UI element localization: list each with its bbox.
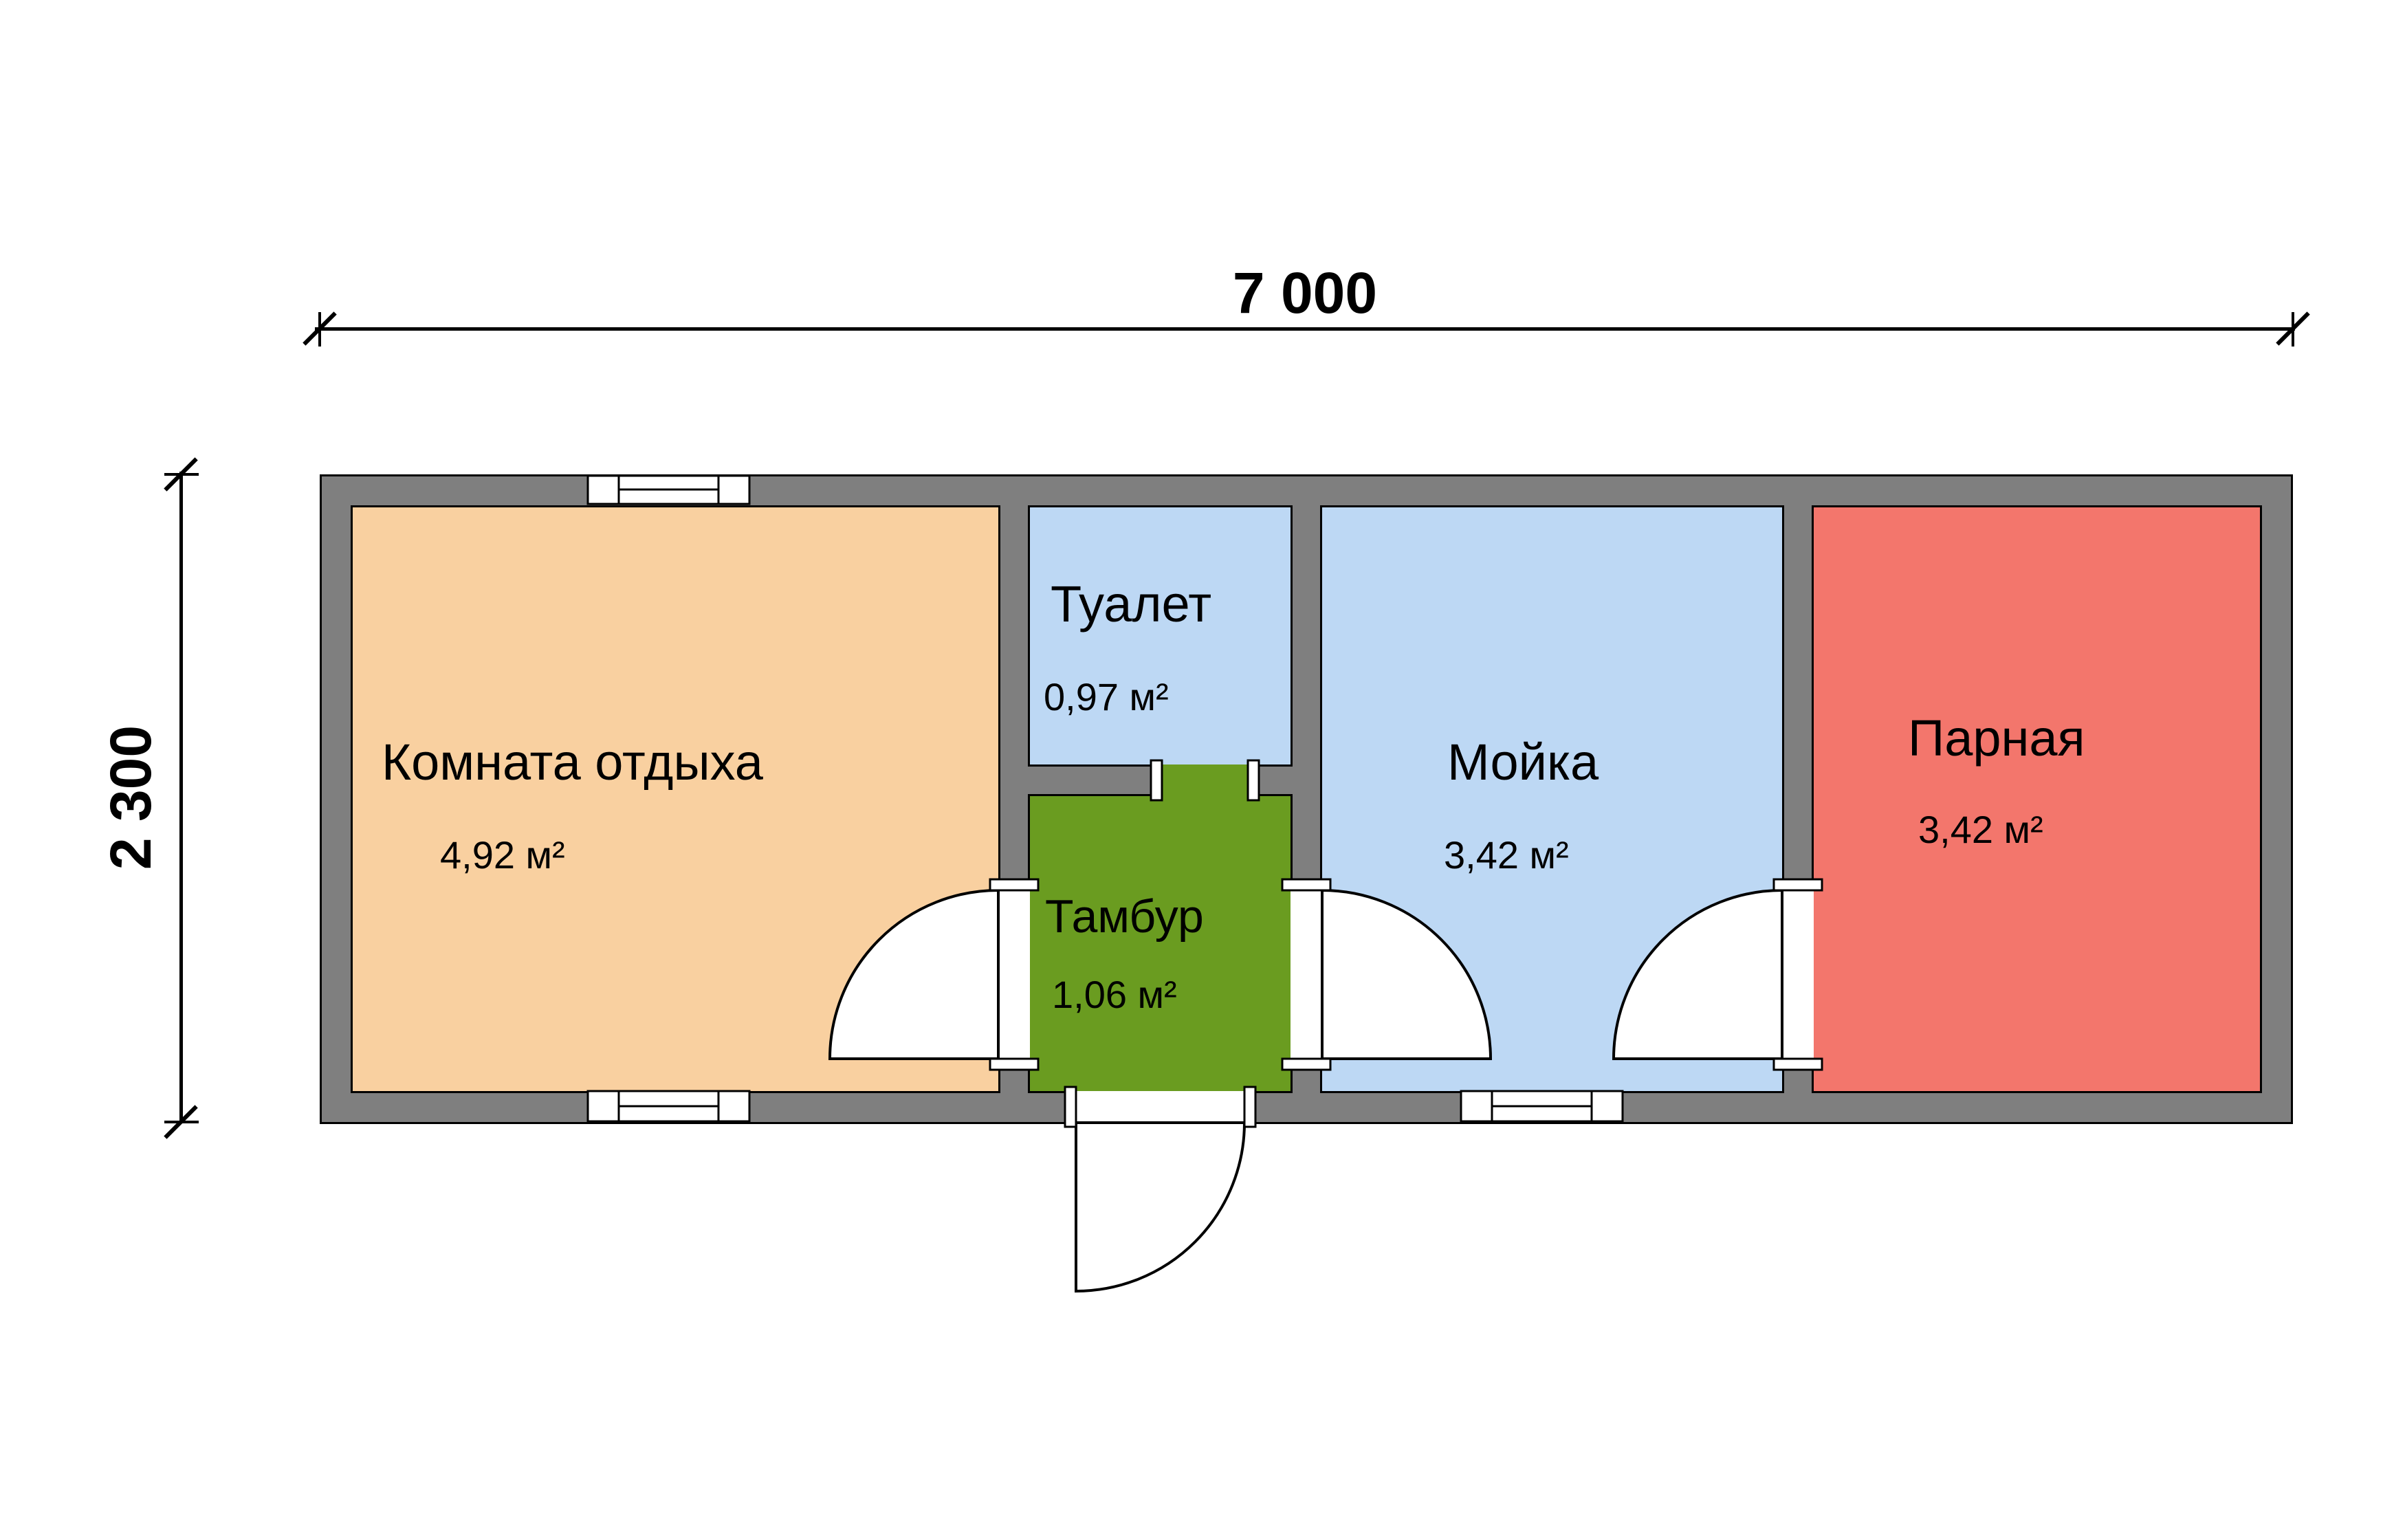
room-rest-area: 4,92 м²	[440, 833, 565, 877]
dimension-width-label: 7 000	[1232, 261, 1378, 325]
room-washing	[1320, 505, 1784, 1093]
room-toilet	[1028, 505, 1293, 767]
room-vestibule-area: 1,06 м²	[1052, 973, 1177, 1016]
dimension-height-label: 2 300	[98, 725, 163, 870]
room-rest-label: Комната отдыха	[382, 734, 763, 791]
room-toilet-label: Туалет	[1051, 575, 1212, 632]
door-arc-entrance	[1075, 1121, 1247, 1293]
dimension-line-height	[179, 472, 183, 1123]
room-toilet-area: 0,97 м²	[1044, 675, 1169, 718]
room-steam-area: 3,42 м²	[1918, 808, 2043, 851]
dimension-extension	[164, 473, 199, 476]
door-opening-washing-steam	[1782, 890, 1814, 1059]
dimension-extension	[164, 1121, 199, 1123]
door-opening-toilet-vestibule	[1162, 764, 1248, 796]
door-opening-entrance	[1076, 1091, 1244, 1123]
room-washing-area: 3,42 м²	[1444, 833, 1569, 877]
room-vestibule	[1028, 794, 1293, 1093]
room-vestibule-label: Тамбур	[1045, 890, 1204, 943]
room-washing-label: Мойка	[1447, 734, 1599, 791]
door-opening-vestibule-washing	[1291, 890, 1322, 1059]
room-steam	[1812, 505, 2262, 1093]
room-rest	[351, 505, 1000, 1093]
dimension-extension	[2292, 312, 2294, 346]
room-steam-label: Парная	[1908, 710, 2085, 767]
dimension-line-width	[315, 327, 2295, 331]
door-opening-rest-vestibule	[998, 890, 1030, 1059]
dimension-extension	[318, 312, 321, 346]
